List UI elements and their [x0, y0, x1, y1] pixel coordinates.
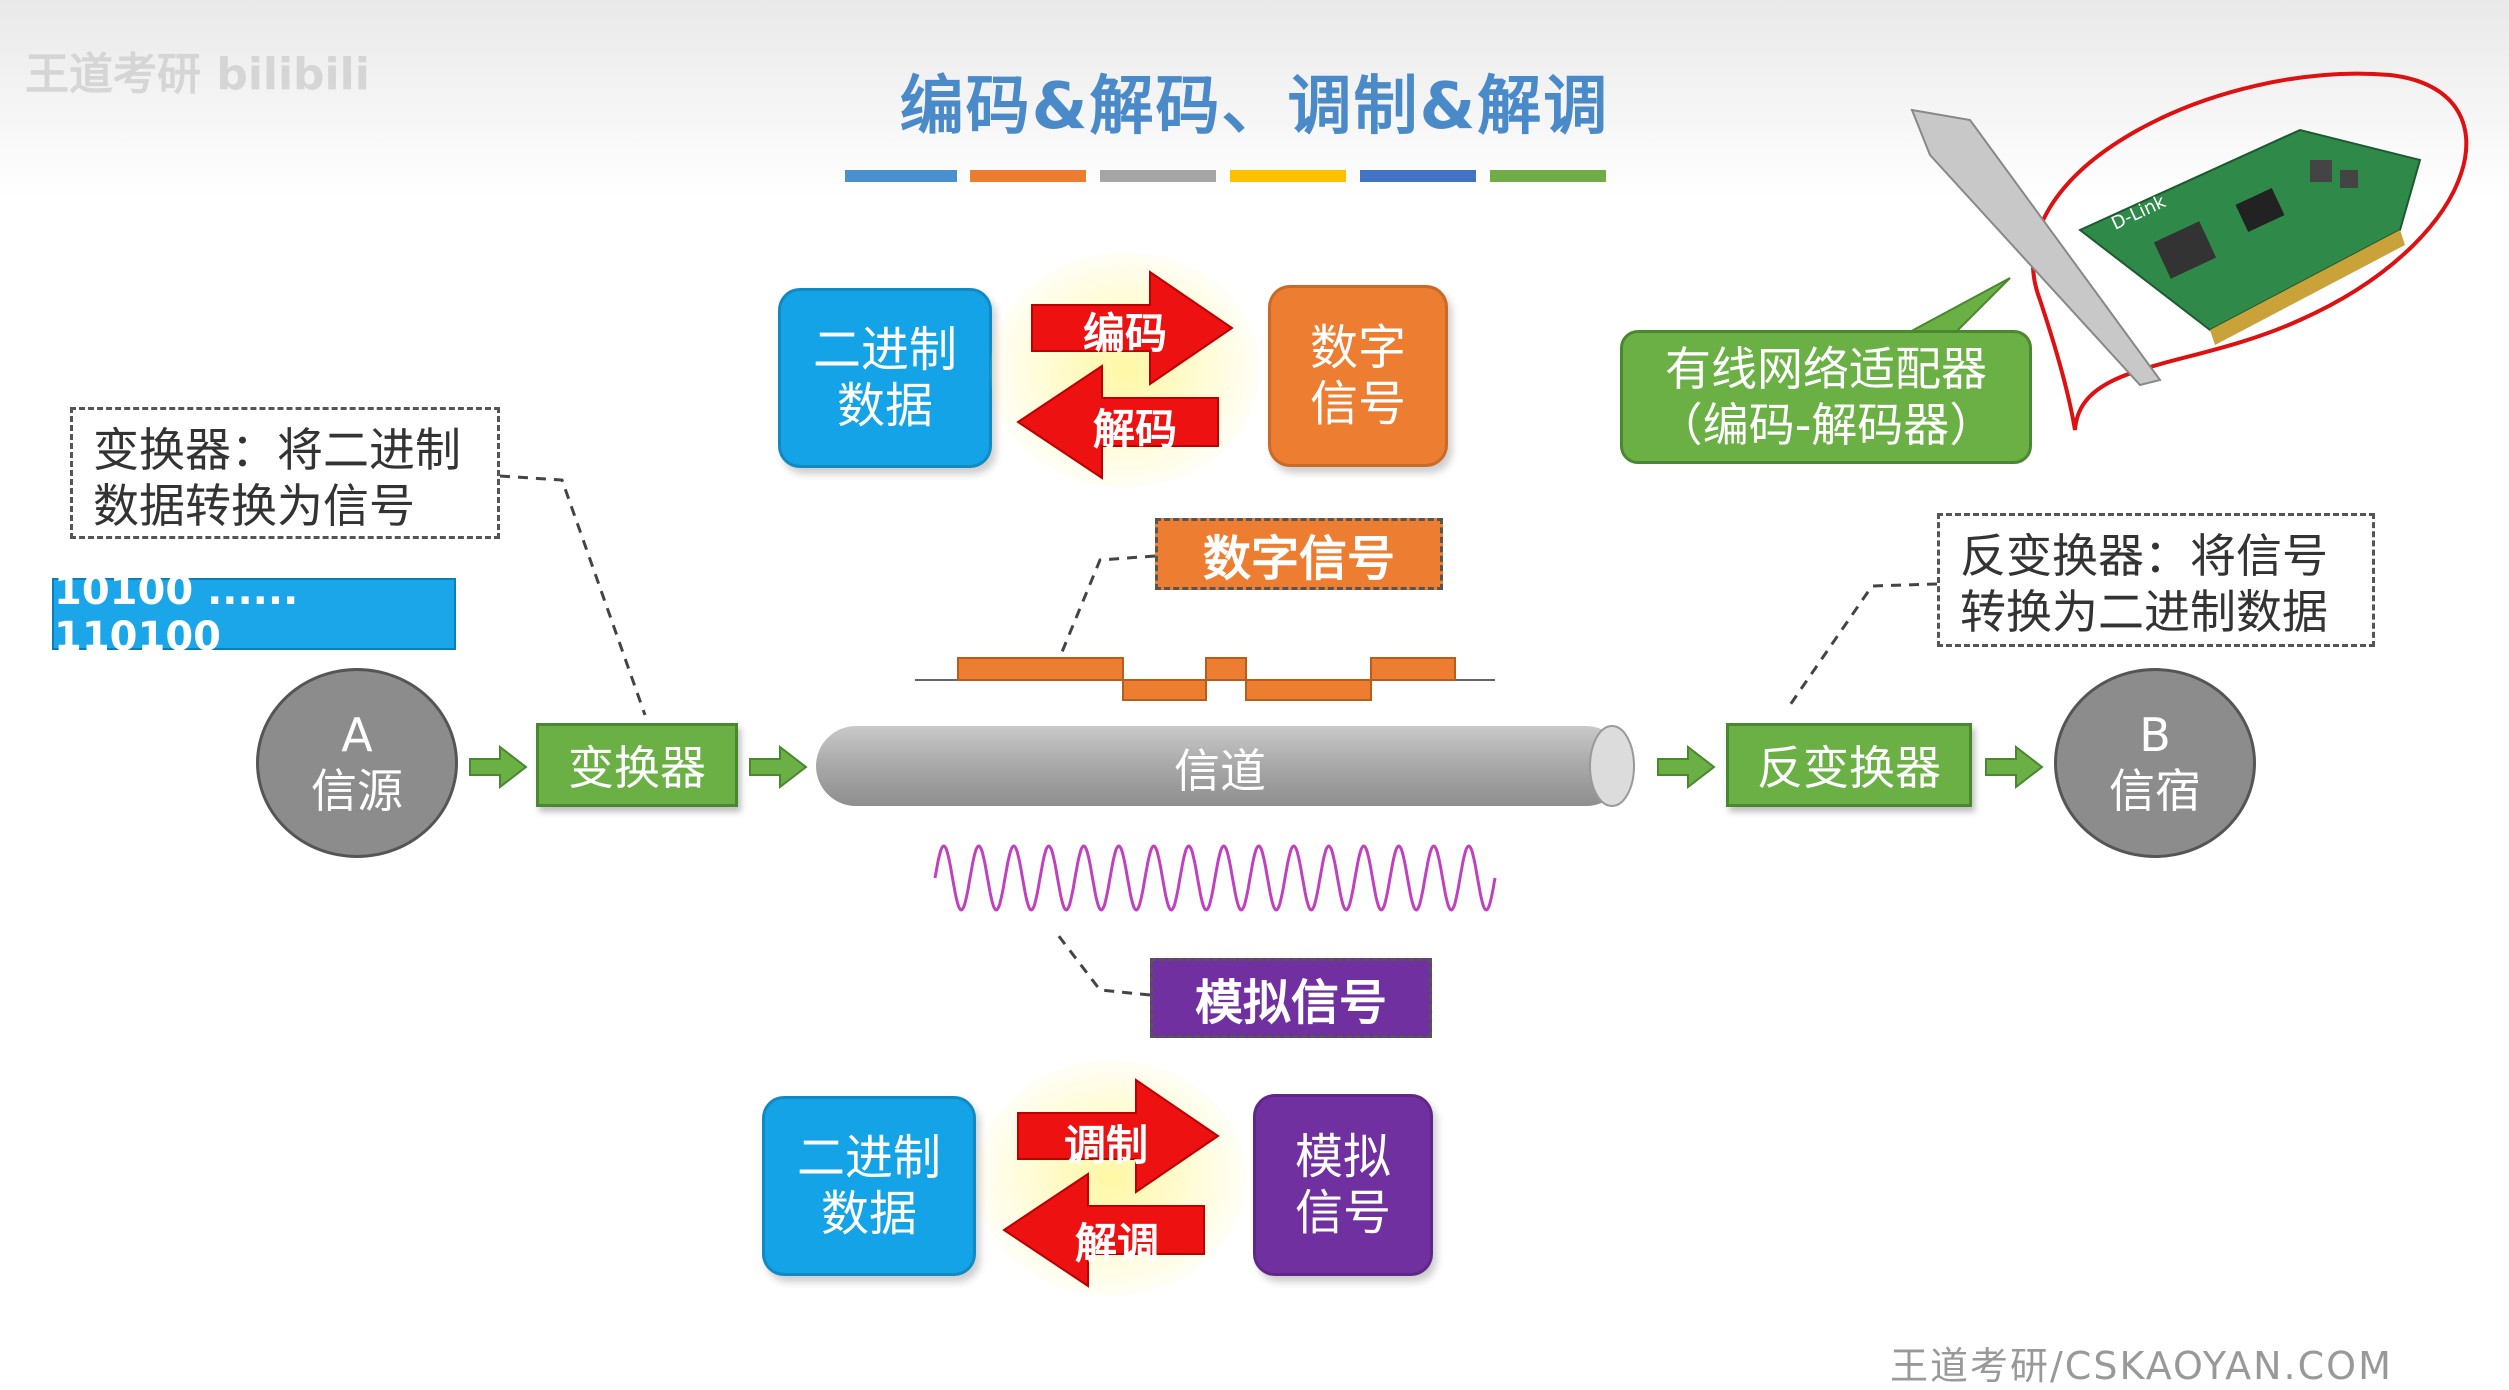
arrow-converter-to-channel	[749, 745, 808, 789]
title-bar-6	[1490, 170, 1606, 182]
digital-signal-tag: 数字信号	[1155, 518, 1443, 590]
channel-label: 信道	[1174, 744, 1266, 798]
modulate-demodulate-arrows	[976, 1060, 1246, 1296]
decode-label: 解码	[1092, 405, 1177, 454]
modulate-label: 调制	[1063, 1121, 1148, 1170]
arrow-inverse-to-sink	[1985, 745, 2044, 789]
title-bar-4	[1230, 170, 1346, 182]
arrow-source-to-converter	[469, 745, 528, 789]
demodulate-arrow	[1002, 1172, 1205, 1288]
converter-note: 变换器：将二进制 数据转换为信号	[70, 407, 500, 539]
encode-arrow	[1031, 270, 1234, 386]
analog-waveform	[933, 844, 1497, 912]
nic-callout: 有线网络适配器 （编码-解码器）	[1620, 330, 2032, 464]
title-bar-5	[1360, 170, 1476, 182]
page-title: 编码&解码、调制&解调	[899, 70, 1610, 144]
modulate-arrow	[1017, 1078, 1220, 1194]
inverse-converter-box: 反变换器	[1726, 723, 1972, 807]
arrow-channel-to-inverse	[1657, 745, 1716, 789]
decode-arrow	[1016, 364, 1219, 480]
network-card-image: D-Link	[1910, 108, 2422, 387]
converter-box: 变换器	[536, 723, 738, 807]
digital-tag-leader	[1060, 554, 1156, 653]
analog-tag-leader	[1056, 934, 1151, 997]
footer-watermark: 王道考研/CSKAOYAN.COM	[1890, 1344, 2393, 1388]
channel-pipe	[816, 725, 1635, 807]
analog-signal-tag: 模拟信号	[1150, 958, 1432, 1038]
title-bar-3	[1100, 170, 1216, 182]
source-node: A 信源	[256, 668, 458, 858]
inverse-note-leader	[1788, 582, 1938, 706]
nic-highlight-circle	[2031, 71, 2469, 431]
binary-data-box-top: 二进制 数据	[778, 288, 992, 468]
digital-signal-box: 数字 信号	[1268, 285, 1448, 467]
sink-node: B 信宿	[2054, 668, 2256, 858]
analog-signal-box: 模拟 信号	[1253, 1094, 1433, 1276]
encode-decode-arrows	[990, 252, 1260, 488]
binary-string-label: 10100 ...... 110100	[52, 568, 456, 660]
title-bar-2	[970, 170, 1086, 182]
watermark: 王道考研 bilibili	[25, 49, 370, 100]
title-bar-1	[845, 170, 957, 182]
encode-label: 编码	[1082, 309, 1167, 358]
converter-note-leader	[499, 474, 647, 716]
demodulate-label: 解调	[1074, 1219, 1159, 1268]
digital-waveform	[957, 657, 1456, 701]
binary-data-box-bottom: 二进制 数据	[762, 1096, 976, 1276]
inverse-converter-note: 反变换器：将信号 转换为二进制数据	[1937, 513, 2375, 647]
header-background	[0, 0, 2509, 200]
